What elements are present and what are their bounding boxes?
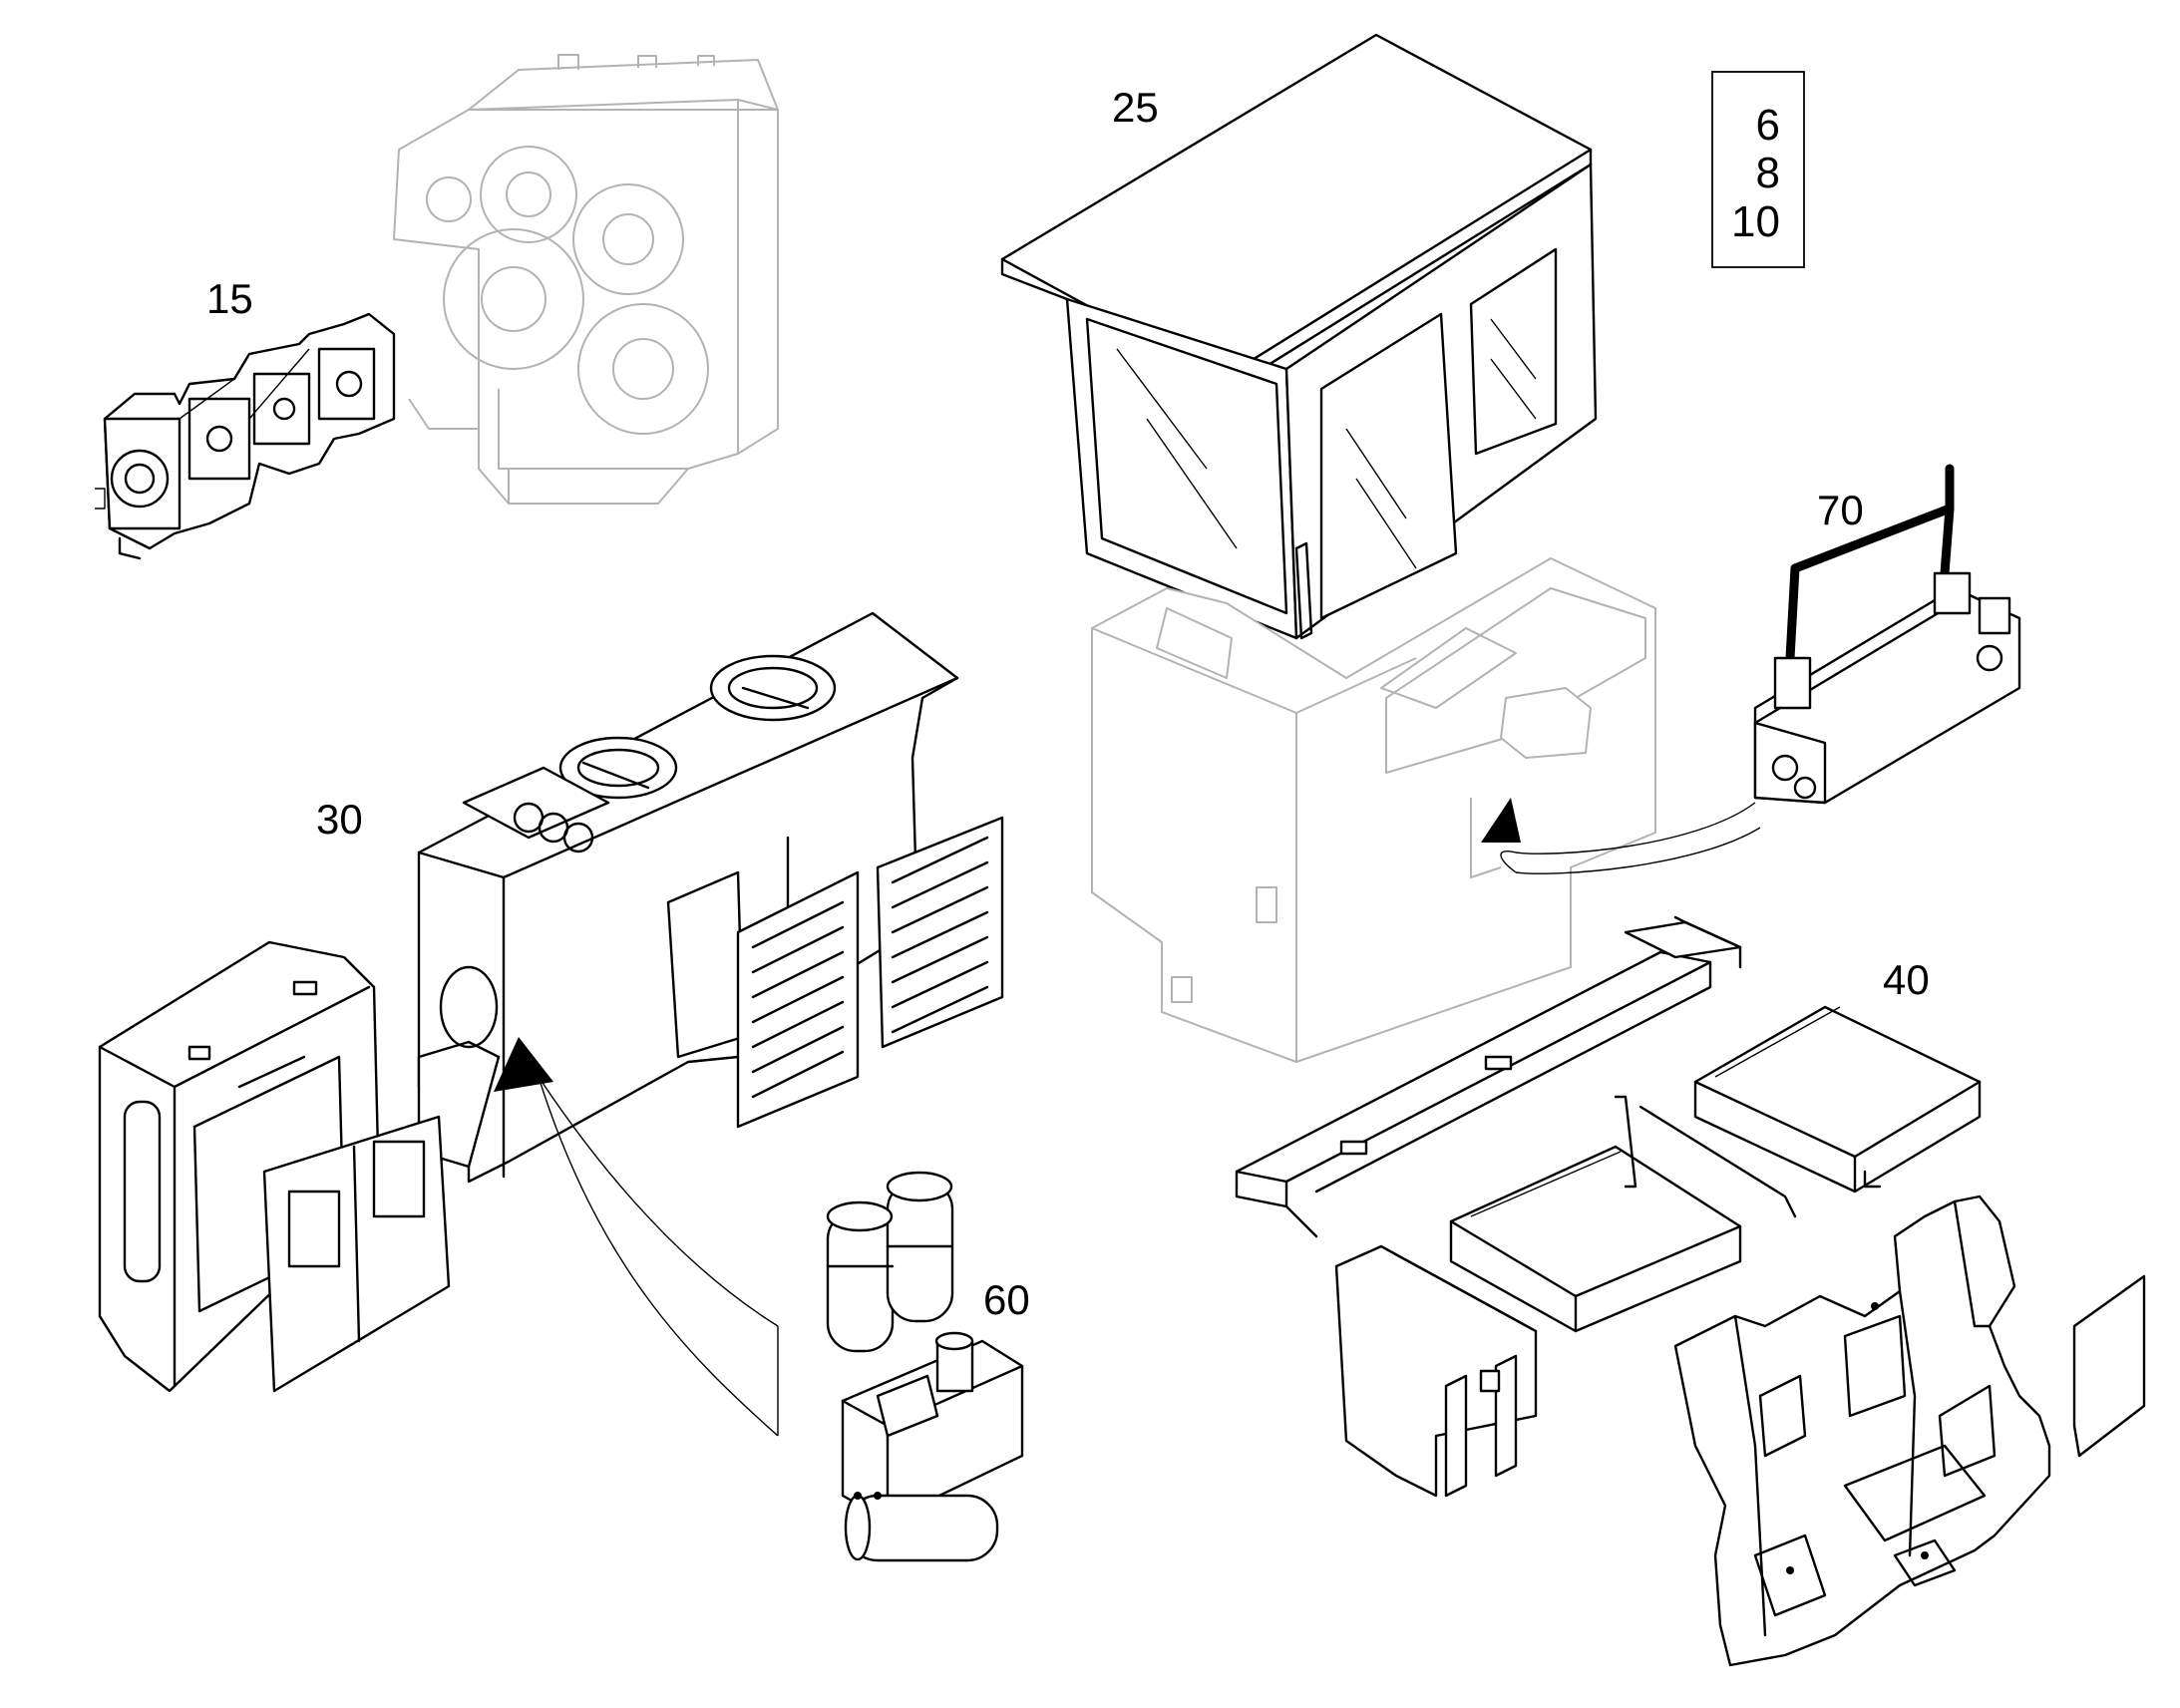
reference-line-3: 10 <box>1731 197 1780 246</box>
heat-exchanger <box>1753 464 2021 805</box>
callout-60: 60 <box>983 1276 1030 1323</box>
reference-line-1: 6 <box>1756 101 1780 150</box>
callout-70: 70 <box>1817 487 1864 533</box>
cover-panels <box>1235 915 2146 1667</box>
engine-housing <box>417 611 1004 1184</box>
callout-15: 15 <box>206 275 253 322</box>
reference-line-2: 8 <box>1756 149 1780 197</box>
enclosure-panel <box>98 940 451 1393</box>
cab-assembly <box>1000 33 1598 640</box>
ghost-gearbox <box>393 54 779 505</box>
callout-30: 30 <box>316 796 363 843</box>
assembly-arrows <box>494 798 1761 1437</box>
reference-box: 6 8 10 <box>1711 71 1805 268</box>
pump-assembly <box>95 312 396 560</box>
ghost-frame <box>1091 557 1656 1063</box>
compressor-unit <box>826 1171 1024 1562</box>
grille-slats <box>751 836 989 1099</box>
callout-40: 40 <box>1883 956 1930 1003</box>
callout-25: 25 <box>1112 84 1159 131</box>
callout-labels: 15 25 30 40 60 70 <box>206 84 1930 1323</box>
